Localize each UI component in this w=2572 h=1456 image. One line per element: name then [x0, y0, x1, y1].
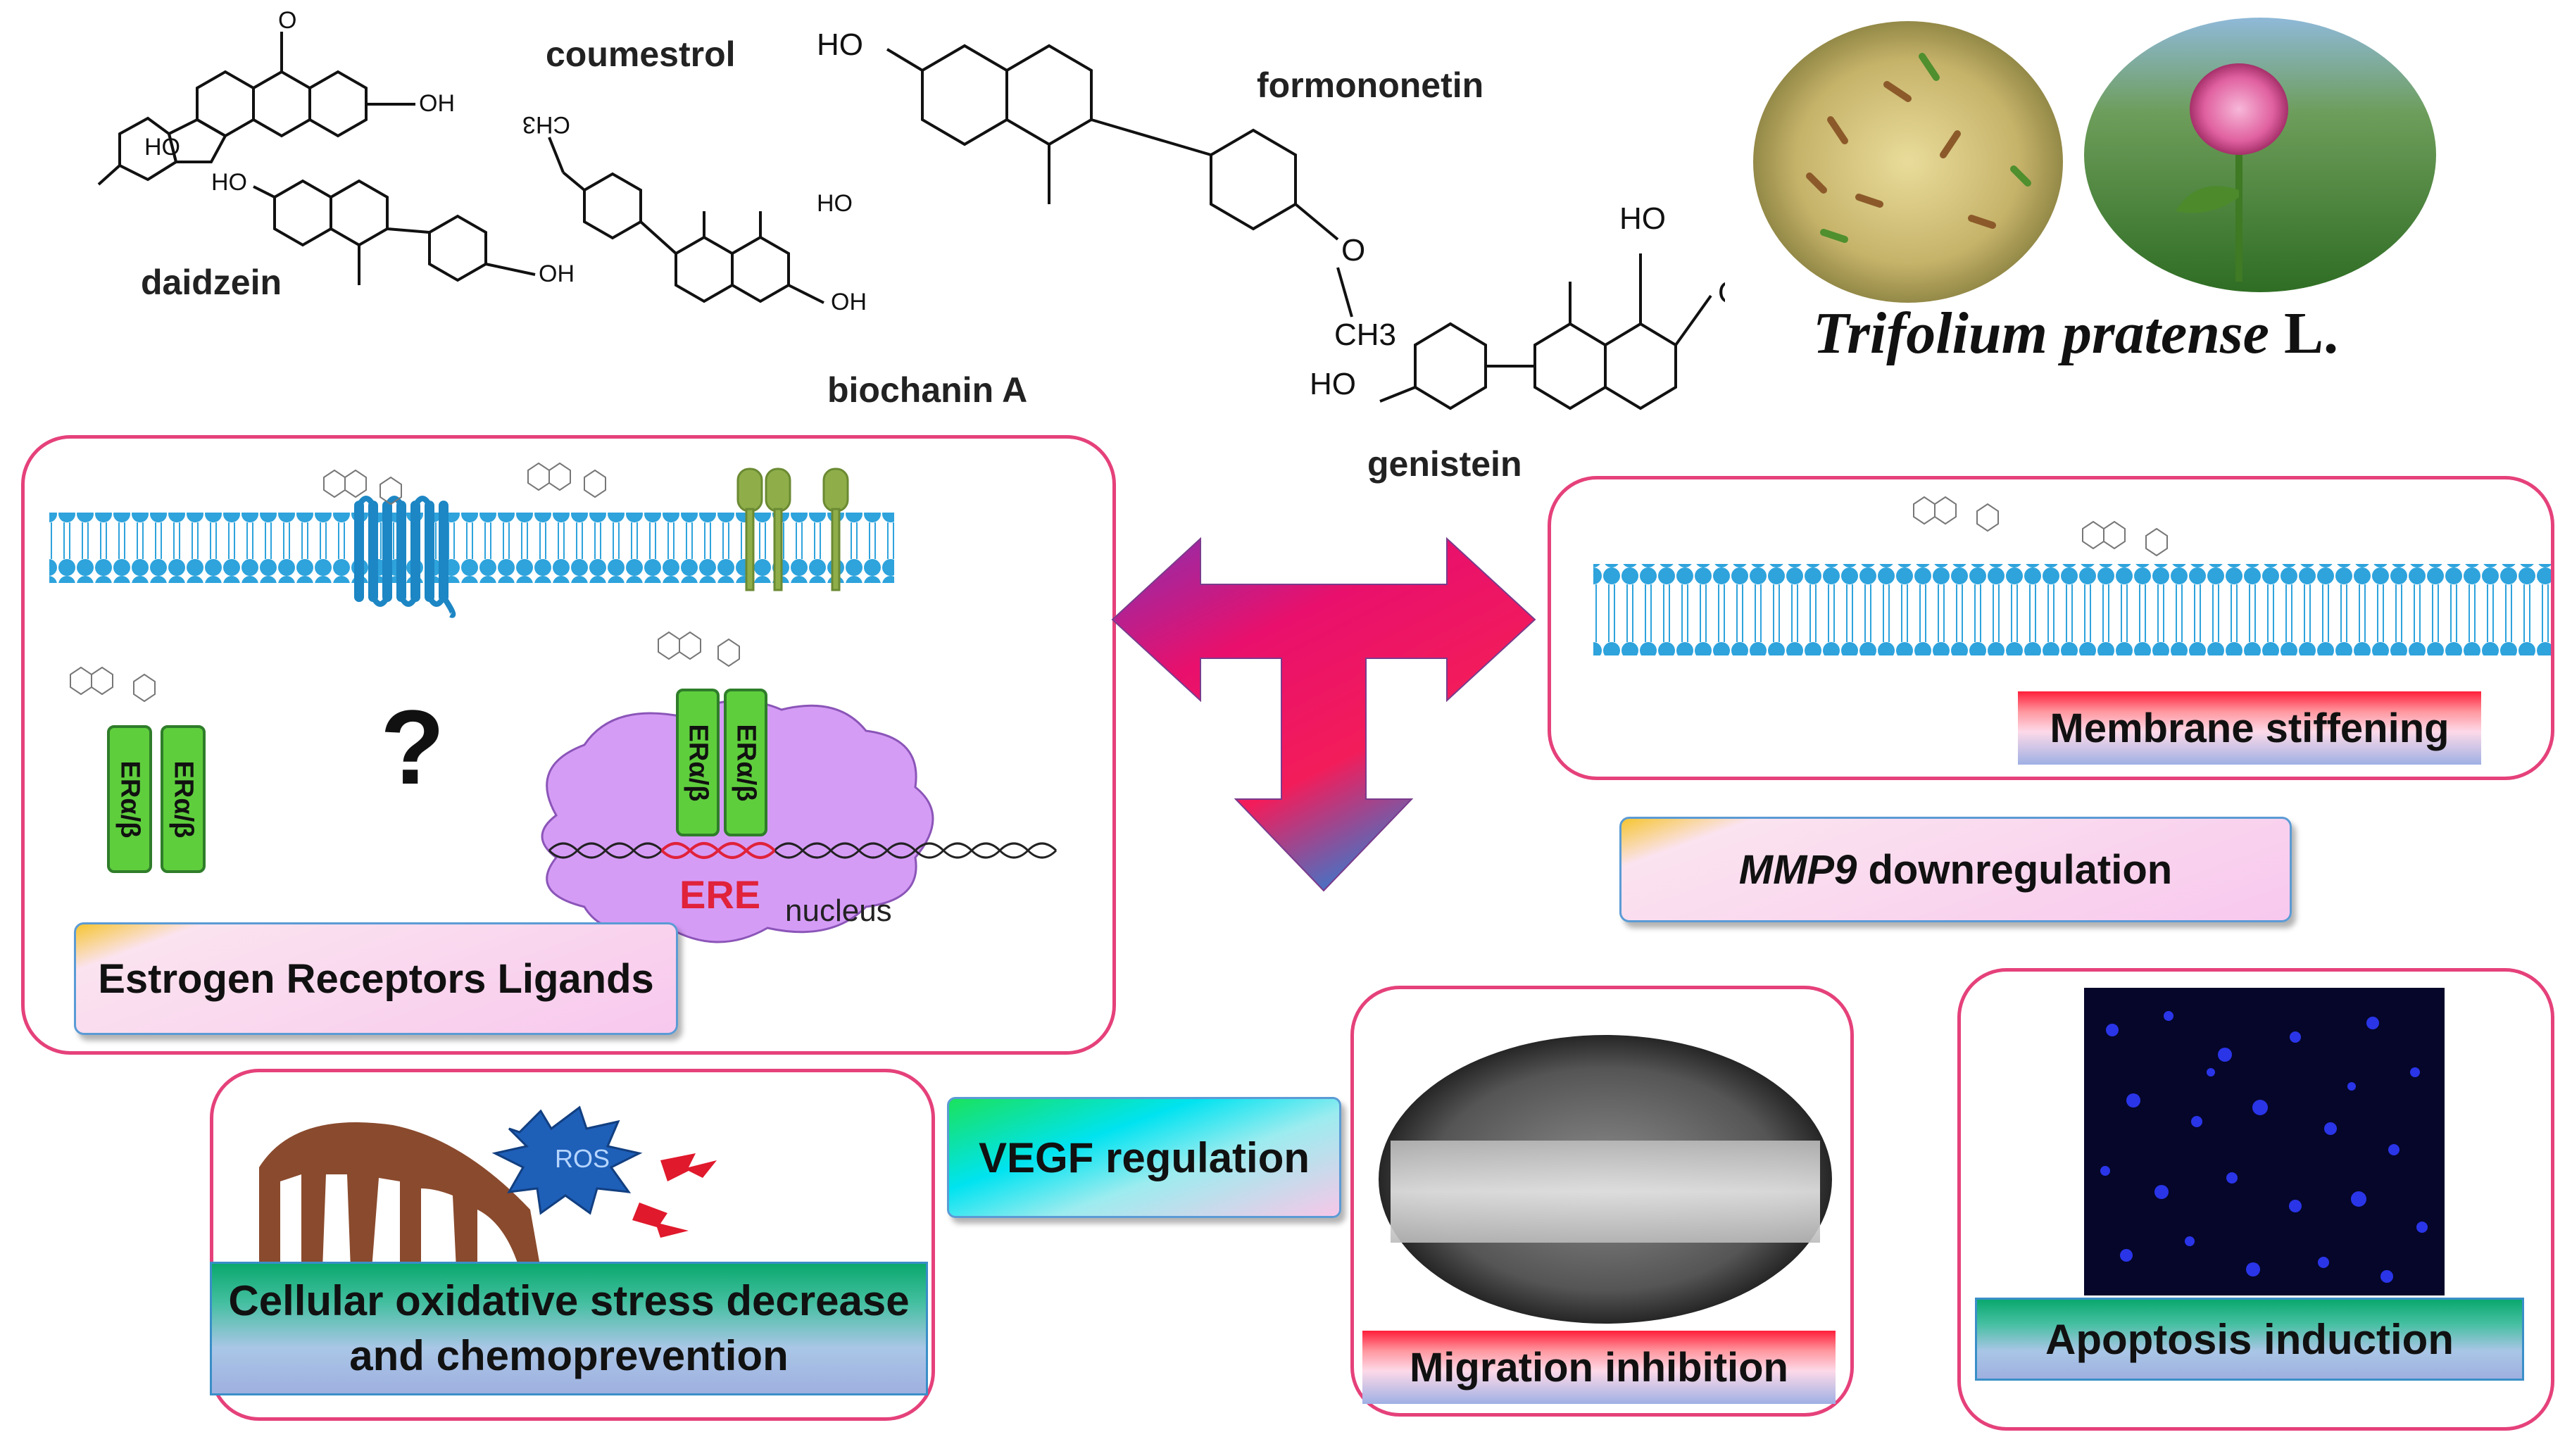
mmp9-gene: MMP9: [1738, 846, 1857, 893]
species-name: Trifolium pratense L.: [1813, 299, 2338, 368]
oxidative-stress-graphics: ROS: [259, 1105, 717, 1269]
atom-ch3: CH3: [1334, 318, 1396, 352]
estrogen-panel-graphics: ? ERE nucleus: [49, 462, 1058, 943]
atom-o: O: [278, 7, 296, 34]
ere-sequence: [660, 842, 776, 859]
cell-membrane: [49, 513, 894, 583]
oxidative-stress-label: Cellular oxidative stress decrease and c…: [210, 1262, 928, 1395]
atom-oh: OH: [539, 261, 575, 287]
formononetin-structure: [886, 44, 1353, 318]
atom-oh: OH: [419, 90, 455, 117]
ere-label: ERE: [679, 872, 760, 917]
biochanin-a-structure: [548, 137, 824, 304]
atom-ch3-flipped: CH3: [522, 111, 570, 138]
er-receptor-nuclear-2: ERα/β: [724, 689, 767, 836]
unknown-mechanism-mark: ?: [380, 688, 445, 806]
membrane-stiffening-label: Membrane stiffening: [2018, 691, 2481, 765]
er-receptor-cytoplasm-1: ERα/β: [107, 725, 152, 873]
migration-inhibition-label: Migration inhibition: [1362, 1331, 1836, 1404]
estrogen-receptor-ligands-label: Estrogen Receptors Ligands: [74, 922, 678, 1035]
species-author: L.: [2283, 301, 2338, 366]
apoptosis-fluorescence-image: [2084, 988, 2445, 1295]
genistein-label: genistein: [1367, 444, 1522, 484]
mmp9-rest: downregulation: [1857, 846, 2173, 893]
genistein-structure: [1379, 253, 1712, 410]
ros-label: ROS: [555, 1144, 610, 1173]
formononetin-label: formononetin: [1257, 65, 1484, 105]
vegf-regulation-label: VEGF regulation: [947, 1097, 1341, 1218]
mmp9-downregulation-label: MMP9 downregulation: [1619, 817, 2292, 922]
atom-ho: HO: [817, 27, 863, 62]
atom-ho: HO: [817, 190, 853, 217]
red-clover-photo: [2084, 18, 2436, 292]
membrane-receptors: [736, 467, 849, 591]
oxidative-label-line1: Cellular oxidative stress decrease: [228, 1277, 910, 1324]
atom-ho: HO: [144, 134, 180, 161]
oxidative-label-line2: and chemoprevention: [349, 1332, 789, 1379]
er-receptor-cytoplasm-2: ERα/β: [161, 725, 206, 873]
atom-ho: HO: [1310, 367, 1356, 401]
daidzein-label: daidzein: [141, 263, 282, 302]
stiffened-membrane: [1593, 564, 2551, 655]
dna-strand: [548, 842, 1058, 859]
clover-photos: [1753, 18, 2436, 303]
apoptosis-induction-label: Apoptosis induction: [1975, 1298, 2524, 1381]
ros-burst: [491, 1105, 643, 1215]
sprouts-photo: [1753, 21, 2063, 303]
three-way-arrow: [1111, 536, 1536, 892]
gper-receptor: [354, 501, 448, 602]
coumestrol-structure: [97, 32, 415, 186]
species-binomial: Trifolium pratense: [1813, 301, 2269, 366]
membrane-stiffening-graphics: [1593, 496, 2551, 655]
biochanin-a-label: biochanin A: [827, 370, 1028, 410]
mitochondrion: [259, 1122, 541, 1269]
wound-healing-image: [1379, 1035, 1832, 1324]
atom-oh: OH: [831, 289, 867, 315]
daidzein-structure: [253, 179, 536, 285]
atom-ho: HO: [1619, 201, 1666, 236]
atom-o: O: [1341, 233, 1365, 268]
coumestrol-label: coumestrol: [546, 34, 736, 74]
er-receptor-nuclear-1: ERα/β: [676, 689, 720, 836]
atom-ho: HO: [211, 169, 247, 196]
atom-oh: OH: [1718, 275, 1725, 310]
nucleus-label: nucleus: [785, 893, 892, 928]
chemical-structures: O OH HO HO OH OH HO HO O CH3 HO HO OH CH…: [97, 7, 1725, 410]
radical-bolts: [632, 1153, 717, 1238]
